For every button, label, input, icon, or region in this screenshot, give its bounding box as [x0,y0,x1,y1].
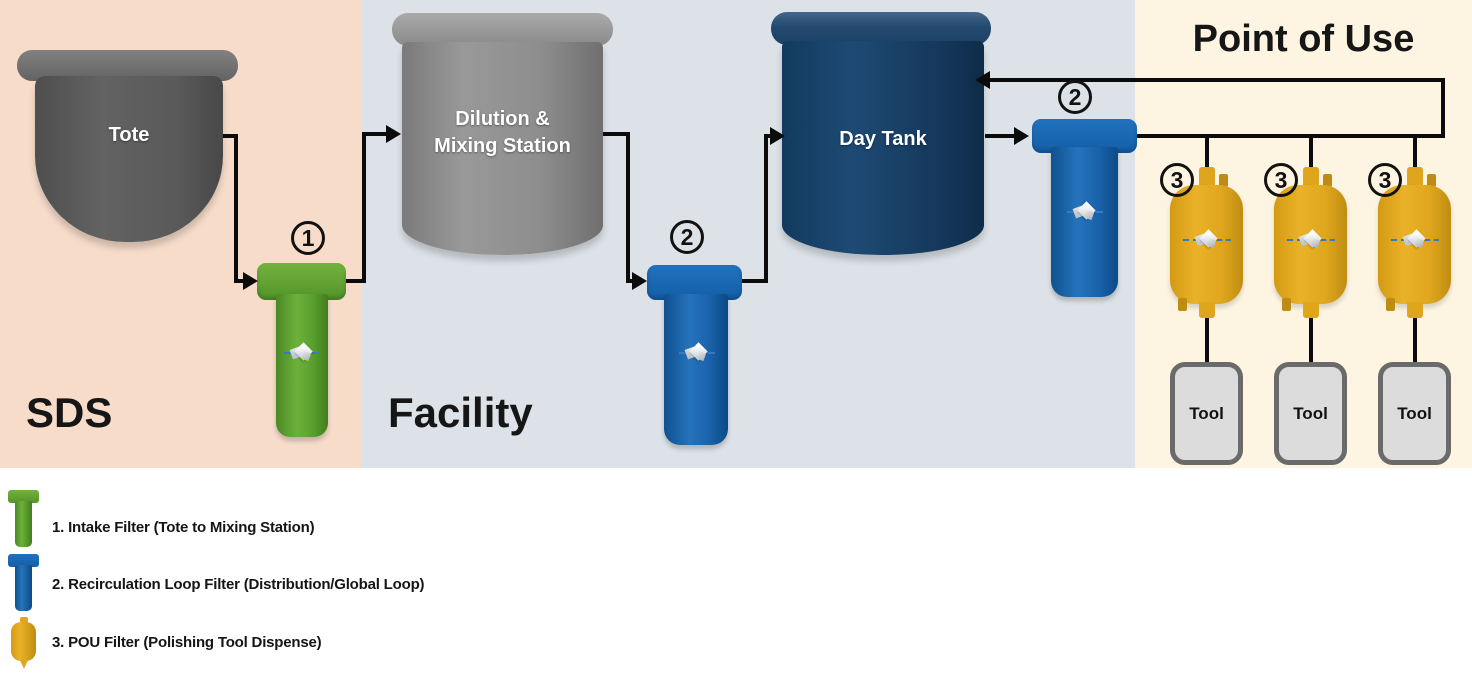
tool-2-label: Tool [1293,403,1328,423]
legend-item-3: 3. POU Filter (Polishing Tool Dispense) [52,634,322,651]
pou-filter-3-neck [1407,167,1423,187]
pou-filter-2-port [1282,298,1291,311]
pipe-return-line [986,78,1443,82]
flow-arrow-icon [632,272,647,290]
pipe-supply-line [1137,134,1445,138]
pou-filter-3-port [1386,298,1395,311]
tote-lid [17,50,238,81]
filter-3-badge: 3 [1160,163,1194,197]
pipe-up-to-mixing [362,132,366,283]
pou-filter-1-outlet [1199,302,1215,318]
tool-box-3: Tool [1378,362,1451,465]
pipe-to-tool-1 [1205,316,1209,364]
legend-item-2: 2. Recirculation Loop Filter (Distributi… [52,576,425,593]
flow-arrow-icon [243,272,258,290]
tool-3-label: Tool [1397,403,1432,423]
facility-region-label: Facility [388,389,533,436]
pipe-to-tool-2 [1309,316,1313,364]
filter-3-badge: 3 [1264,163,1298,197]
mixing-station-label-line1: Dilution & [455,108,550,130]
pou-filter-1-port [1178,298,1187,311]
pipe-into-intake-filter [234,279,246,283]
brand-logo-icon [679,342,715,362]
legend-item-1: 1. Intake Filter (Tote to Mixing Station… [52,519,315,536]
flow-arrow-icon [770,127,785,145]
brand-logo-icon [1067,201,1103,221]
tote-label: Tote [108,124,150,146]
tool-box-2: Tool [1274,362,1347,465]
flow-arrow-icon [386,125,401,143]
intake-filter-cap [257,263,346,300]
tool-box-1: Tool [1170,362,1243,465]
filter-3-badge: 3 [1368,163,1402,197]
brand-logo-icon [284,342,320,362]
pipe-drop-2 [1309,136,1313,168]
pou-filter-2-port [1323,174,1332,187]
mixing-station-tank [402,42,603,255]
pipe-intake-out [345,279,366,283]
brand-logo-icon [1183,229,1231,249]
loop-filter-legend-icon [8,554,40,612]
sds-region-label: SDS [26,389,113,436]
day-tank [782,41,984,255]
filter-1-badge: 1 [291,221,325,255]
filter-2-badge: 2 [1058,80,1092,114]
pou-filter-2-outlet [1303,302,1319,318]
day-tank-label: Day Tank [839,128,927,150]
pou-filter-3-outlet [1407,302,1423,318]
pipe-tote-out [216,134,238,138]
pipe-loop1-out [742,279,768,283]
pipe-into-mixing [362,132,388,136]
flow-arrow-icon [1014,127,1029,145]
pipe-into-loop1 [626,279,636,283]
brand-logo-icon [1391,229,1439,249]
pipe-drop-3 [1413,136,1417,168]
pipe-down-to-loop1 [626,132,630,283]
tote-tank [35,76,223,242]
pipe-daytank-out [985,134,1018,138]
loop-filter-2-body [1051,147,1118,297]
pipe-mixing-out [603,132,630,136]
filter-2-badge: 2 [670,220,704,254]
intake-filter-legend-icon [8,490,40,548]
pipe-to-tool-3 [1413,316,1417,364]
pou-filter-1-neck [1199,167,1215,187]
tool-1-label: Tool [1189,403,1224,423]
mixing-station-lid [392,13,613,46]
pipe-tote-down [234,134,238,283]
intake-filter-body [276,294,328,437]
pipe-up-to-daytank [764,134,768,283]
pou-filter-1-port [1219,174,1228,187]
pou-filter-legend-icon [9,617,39,671]
pou-filter-3-port [1427,174,1436,187]
day-tank-lid [771,12,991,45]
pipe-drop-1 [1205,136,1209,168]
pipe-loop-right-riser [1441,78,1445,138]
pou-filter-2-neck [1303,167,1319,187]
loop-filter-1-body [664,294,728,445]
mixing-station-label-line2: Mixing Station [434,135,571,157]
point-of-use-region-label: Point of Use [1192,18,1415,60]
mixing-station-label: Dilution & Mixing Station [402,106,603,160]
flow-arrow-icon [975,71,990,89]
pipe-into-daytank [764,134,774,138]
brand-logo-icon [1287,229,1335,249]
